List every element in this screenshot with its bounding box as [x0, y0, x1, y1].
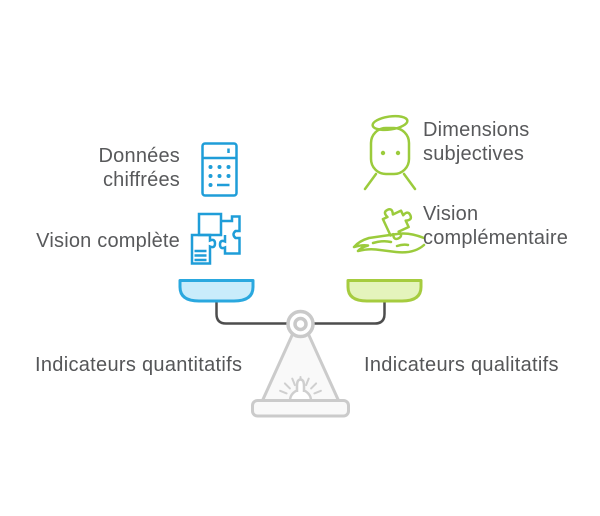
- label-line: Vision: [423, 203, 479, 225]
- label-vision-complete: Vision complète: [20, 229, 180, 253]
- label-line: complémentaire: [423, 227, 569, 249]
- label-vision-complementaire: Vision complémentaire: [423, 202, 600, 250]
- scale-pivot-ring: [286, 309, 315, 339]
- label-dimensions-subjectives: Dimensions subjectives: [423, 118, 593, 166]
- left-pan: [178, 279, 255, 303]
- label-line: subjectives: [423, 143, 525, 165]
- calculator-icon: [201, 142, 238, 197]
- hand-puzzle-icon: [352, 208, 426, 254]
- label-line: Vision complète: [36, 230, 180, 252]
- label-line: Données: [98, 145, 180, 167]
- scale-needle: [288, 378, 313, 401]
- label-line: Dimensions: [423, 119, 530, 141]
- right-pan: [346, 279, 423, 303]
- category-left-quantitative: Indicateurs quantitatifs: [35, 354, 243, 376]
- label-donnees-chiffrees: Données chiffrées: [20, 144, 180, 192]
- scale-base: [251, 399, 350, 418]
- label-line: chiffrées: [102, 169, 180, 191]
- puzzle-icon: [190, 212, 241, 265]
- category-right-qualitative: Indicateurs qualitatifs: [364, 354, 559, 376]
- person-thinking-icon: [363, 114, 417, 191]
